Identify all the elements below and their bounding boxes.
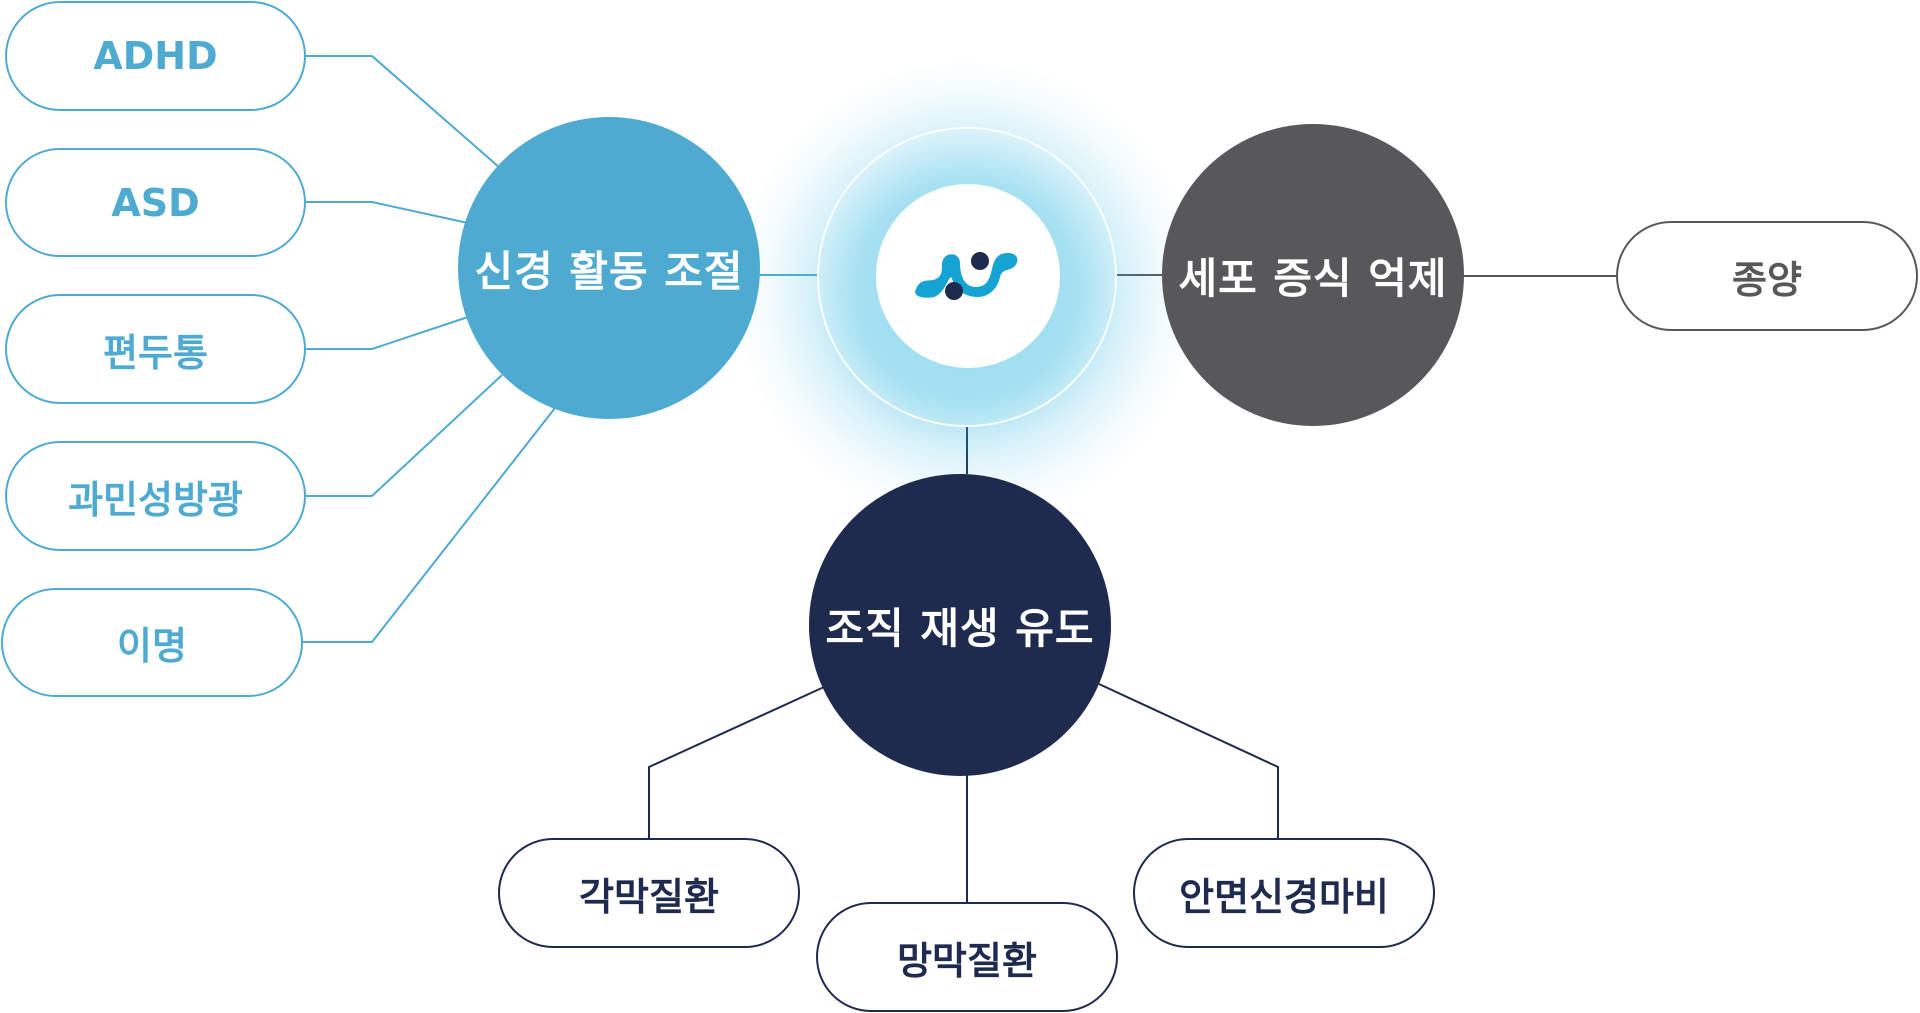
target-label: ASD xyxy=(111,180,200,225)
center-halo-ring xyxy=(817,127,1117,427)
target-pill-retina: 망막질환 xyxy=(816,902,1118,1012)
hub-cell-label: 세포 증식 억제 xyxy=(1178,253,1448,303)
center-logo xyxy=(876,184,1060,368)
connector-migraine xyxy=(305,316,469,350)
hub-cell-proliferation-inhibition: 세포 증식 억제 xyxy=(1162,124,1464,426)
connector-cornea xyxy=(648,686,825,838)
connector-asd xyxy=(305,201,469,224)
target-label: 편두통 xyxy=(103,330,208,375)
target-pill-tumor: 종양 xyxy=(1616,221,1918,331)
connector-overactive-bladder xyxy=(305,374,503,497)
target-label: 안면신경마비 xyxy=(1179,874,1389,919)
network-logo-icon xyxy=(915,252,1018,300)
target-pill-overactive-bladder: 과민성방광 xyxy=(5,441,306,551)
target-label: 망막질환 xyxy=(897,938,1037,983)
hub-tissue-label: 조직 재생 유도 xyxy=(825,603,1095,653)
hub-neural-activity-regulation: 신경 활동 조절 xyxy=(458,117,760,419)
target-label: 이명 xyxy=(117,624,187,668)
target-pill-adhd: ADHD xyxy=(5,1,306,111)
target-label: ADHD xyxy=(93,34,218,78)
target-pill-cornea: 각막질환 xyxy=(498,838,800,948)
hub-tissue-regeneration: 조직 재생 유도 xyxy=(809,474,1111,776)
target-label: 각막질환 xyxy=(579,874,719,919)
hub-neural-label: 신경 활동 조절 xyxy=(474,246,744,296)
target-pill-tinnitus: 이명 xyxy=(1,588,303,697)
connector-adhd xyxy=(305,55,501,169)
target-pill-asd: ASD xyxy=(5,148,306,257)
target-label: 종양 xyxy=(1732,257,1802,302)
connector-tinnitus xyxy=(302,407,556,643)
target-label: 과민성방광 xyxy=(68,477,243,522)
connector-facial-palsy xyxy=(1098,683,1279,838)
target-pill-facial-palsy: 안면신경마비 xyxy=(1133,838,1435,948)
target-pill-migraine: 편두통 xyxy=(5,294,306,404)
